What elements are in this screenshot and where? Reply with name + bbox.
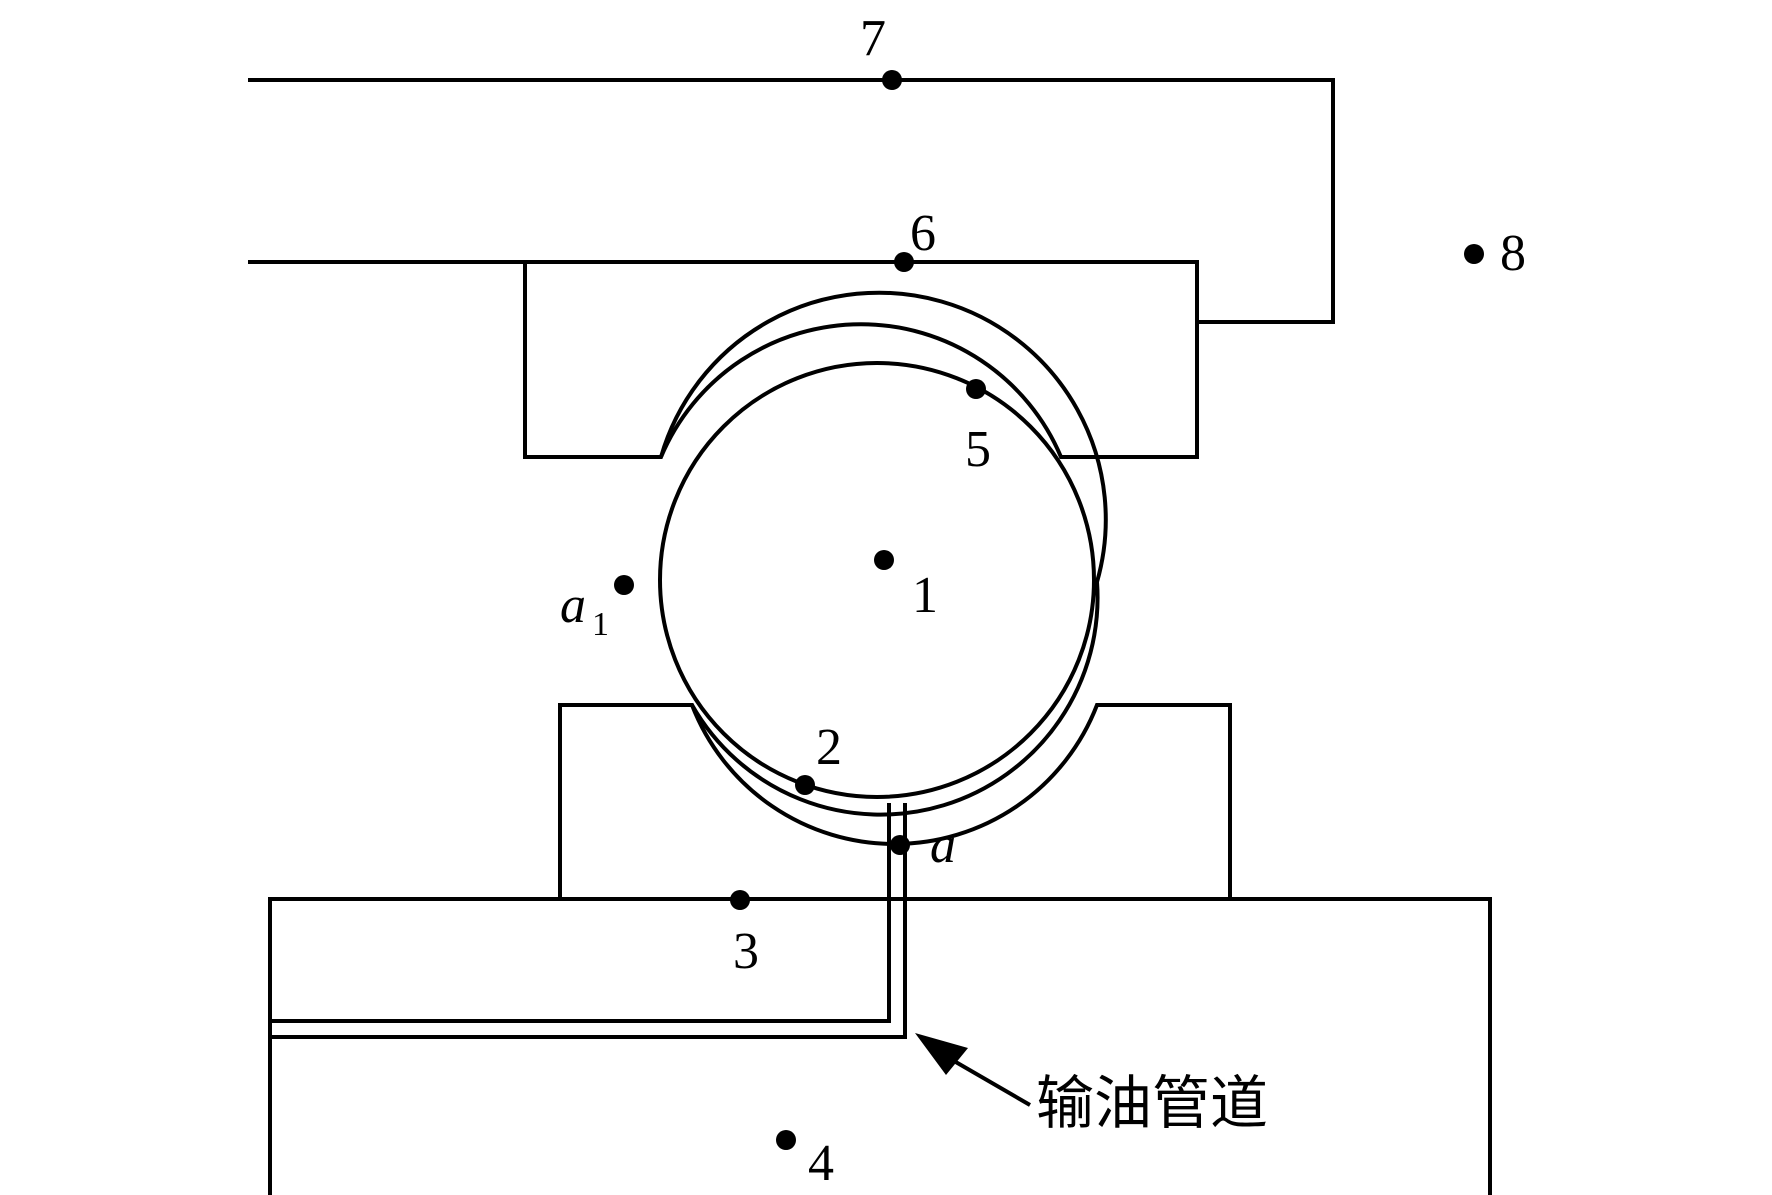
upper-bearing-block bbox=[523, 260, 1199, 459]
label-5: 5 bbox=[965, 421, 991, 478]
point-8 bbox=[1464, 244, 1484, 264]
base-block bbox=[268, 897, 1492, 1195]
point-a1 bbox=[614, 575, 634, 595]
label-1: 1 bbox=[912, 567, 938, 624]
label-7: 7 bbox=[860, 10, 886, 67]
point-1 bbox=[874, 550, 894, 570]
journal-shaft bbox=[658, 361, 1096, 799]
labels: 1 2 3 4 5 6 7 8 a a 1 输油管道 bbox=[560, 10, 1526, 1192]
label-2: 2 bbox=[816, 719, 842, 776]
label-a1-subscript: 1 bbox=[592, 606, 609, 643]
oil-film-outline bbox=[659, 290, 1108, 817]
oil-pipe-wall-inner bbox=[272, 803, 891, 1023]
outer-frame-line bbox=[248, 78, 1335, 324]
point-a bbox=[890, 835, 910, 855]
pipe-label: 输油管道 bbox=[1036, 1069, 1268, 1137]
lower-bearing-block bbox=[558, 703, 1232, 897]
point-7 bbox=[882, 70, 902, 90]
point-4 bbox=[776, 1130, 796, 1150]
pipe-arrow-head bbox=[915, 1033, 968, 1075]
point-6 bbox=[894, 252, 914, 272]
oil-pipe-wall-outer bbox=[272, 803, 907, 1039]
reference-points bbox=[614, 70, 1484, 1150]
outer-frame bbox=[248, 78, 1335, 324]
label-6: 6 bbox=[910, 205, 936, 262]
label-8: 8 bbox=[1500, 225, 1526, 282]
label-3: 3 bbox=[733, 923, 759, 980]
pipe-arrow bbox=[915, 1033, 1032, 1107]
oil-pipe bbox=[272, 803, 907, 1039]
point-3 bbox=[730, 890, 750, 910]
label-4: 4 bbox=[808, 1135, 834, 1192]
point-2 bbox=[795, 775, 815, 795]
point-5 bbox=[966, 379, 986, 399]
label-a: a bbox=[930, 817, 956, 874]
label-a1-base: a bbox=[560, 577, 586, 634]
